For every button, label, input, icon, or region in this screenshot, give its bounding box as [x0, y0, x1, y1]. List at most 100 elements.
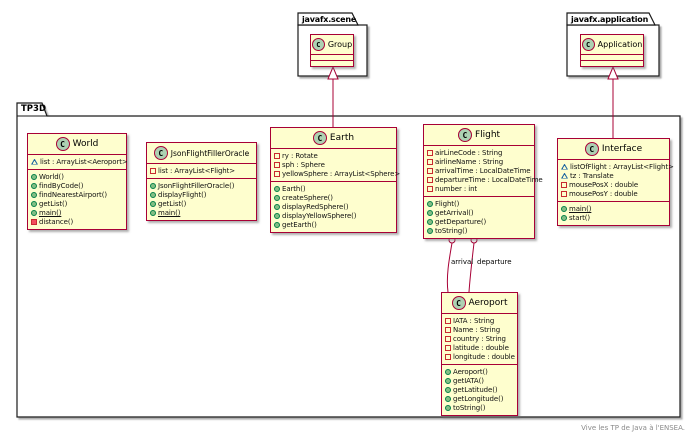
private-field-icon — [274, 161, 280, 168]
public-method-icon — [31, 209, 37, 216]
member-text: Flight() — [435, 199, 460, 208]
fields-compartment — [581, 54, 643, 60]
class-member: mousePosX : double — [558, 180, 669, 189]
class-member: findNearestAirport() — [28, 190, 126, 199]
member-text: tz : Translate — [570, 171, 614, 180]
public-method-icon — [427, 209, 433, 216]
member-text: findNearestAirport() — [39, 190, 107, 199]
class-name: Group — [327, 40, 353, 49]
class-member: getList() — [28, 199, 126, 208]
extends-arrowhead-group-icon — [327, 65, 339, 80]
flight-aeroport-arrival-line — [446, 242, 453, 293]
class-member: IATA : String — [442, 316, 517, 325]
class-spot-icon: C — [312, 131, 327, 145]
member-text: Aeroport() — [453, 367, 488, 376]
fields-compartment: list : ArrayList<Aeroport> — [28, 154, 128, 169]
class-name: Interface — [601, 144, 643, 154]
class-member: displayYellowSphere() — [271, 211, 396, 220]
package-field-icon — [31, 158, 38, 165]
member-text: main() — [158, 208, 181, 217]
class-member: getArrival() — [424, 208, 534, 217]
class-title: C Interface — [558, 139, 669, 159]
package-field-icon — [561, 172, 568, 179]
class-member: getLatitude() — [442, 385, 517, 394]
class-member: findByCode() — [28, 181, 126, 190]
class-member: createSphere() — [271, 193, 396, 202]
class-member: main() — [558, 204, 669, 213]
class-member: main() — [147, 208, 256, 217]
class-interface: C Interface listOfFlight : ArrayList<Fli… — [557, 138, 674, 226]
class-member: toString() — [424, 226, 534, 235]
class-member: main() — [28, 208, 126, 217]
member-text: getDeparture() — [435, 217, 487, 226]
methods-compartment — [311, 60, 353, 66]
member-text: getList() — [158, 199, 187, 208]
class-title: C Group — [311, 35, 353, 54]
class-spot-icon: C — [153, 146, 168, 160]
private-field-icon — [427, 185, 433, 192]
methods-compartment: Aeroport()getIATA()getLatitude()getLongi… — [442, 364, 517, 415]
class-spot-icon: C — [311, 38, 325, 51]
member-text: mousePosY : double — [569, 189, 638, 198]
public-method-icon — [274, 185, 280, 192]
class-member: longitude : double — [442, 352, 517, 361]
class-member: airLineCode : String — [424, 148, 534, 157]
public-method-icon — [427, 227, 433, 234]
member-text: main() — [39, 208, 62, 217]
class-title: C Aeroport — [442, 293, 517, 313]
class-member: number : int — [424, 184, 534, 193]
member-text: longitude : double — [453, 352, 515, 361]
member-text: Earth() — [282, 184, 306, 193]
member-text: getArrival() — [435, 208, 474, 217]
class-member: ry : Rotate — [271, 151, 396, 160]
class-member: Name : String — [442, 325, 517, 334]
member-text: getLongitude() — [453, 394, 504, 403]
public-method-icon — [445, 404, 451, 411]
public-method-icon — [445, 395, 451, 402]
class-member: getList() — [147, 199, 256, 208]
class-member: listOfFlight : ArrayList<Flight> — [558, 162, 674, 171]
public-method-icon — [31, 200, 37, 207]
member-text: getList() — [39, 199, 68, 208]
public-method-icon — [274, 194, 280, 201]
class-member: distance() — [28, 217, 126, 226]
class-member: displayFlight() — [147, 190, 256, 199]
member-text: distance() — [39, 217, 74, 226]
private-field-icon — [445, 326, 451, 333]
private-field-icon — [445, 344, 451, 351]
class-member: list : ArrayList<Aeroport> — [28, 157, 128, 166]
member-text: Name : String — [453, 325, 501, 334]
public-method-icon — [150, 209, 156, 216]
member-text: getLatitude() — [453, 385, 498, 394]
public-method-icon — [150, 200, 156, 207]
public-method-icon — [445, 377, 451, 384]
private-field-icon — [561, 181, 567, 188]
footer-caption: Vive les TP de Java à l'ENSEA. — [581, 424, 685, 432]
member-text: displayFlight() — [158, 190, 207, 199]
public-method-icon — [150, 191, 156, 198]
class-name: Aeroport — [468, 298, 508, 308]
member-text: ry : Rotate — [282, 151, 318, 160]
class-member: World() — [28, 172, 126, 181]
public-method-icon — [445, 368, 451, 375]
class-member: Flight() — [424, 199, 534, 208]
private-field-icon — [427, 167, 433, 174]
class-spot-icon: C — [581, 38, 595, 51]
member-text: JsonFlightFillerOracle() — [158, 181, 235, 190]
package-label-javafx-application: javafx.application — [571, 14, 649, 24]
private-field-icon — [427, 176, 433, 183]
public-method-icon — [31, 191, 37, 198]
class-name: Flight — [474, 130, 501, 140]
member-text: list : ArrayList<Flight> — [158, 166, 236, 175]
class-member: sph : Sphere — [271, 160, 396, 169]
member-text: getIATA() — [453, 376, 484, 385]
class-name: JsonFlightFillerOracle — [170, 148, 250, 158]
member-text: displayRedSphere() — [282, 202, 349, 211]
member-text: airlineName : String — [435, 157, 504, 166]
member-text: findByCode() — [39, 181, 84, 190]
class-title: C Earth — [271, 128, 396, 148]
